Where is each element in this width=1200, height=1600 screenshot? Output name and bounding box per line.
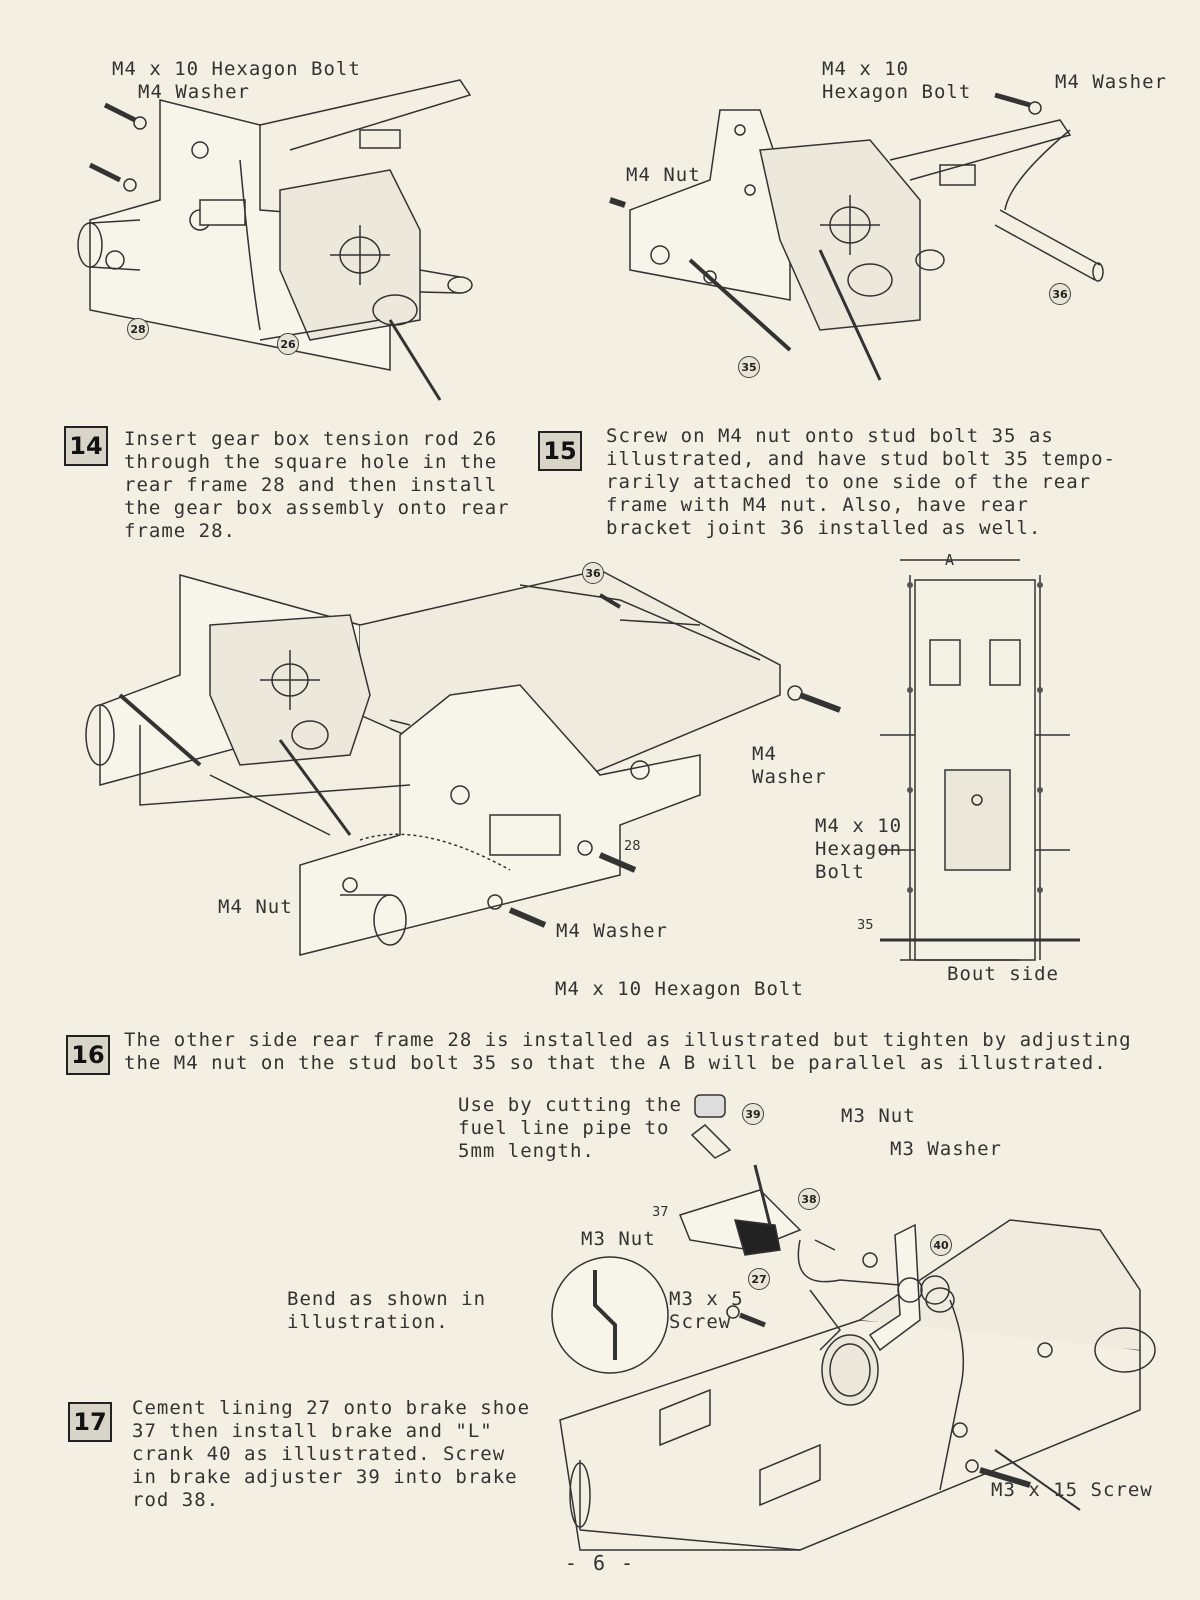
fig14-bolt-label: M4 x 10 Hexagon Bolt (112, 58, 361, 80)
fig14-washer-label: M4 Washer (138, 81, 250, 103)
fig17-fuel-note: Use by cutting the fuel line pipe to 5mm… (458, 1094, 682, 1162)
part-37-callout: 37 (652, 1205, 669, 1220)
step-17-text: Cement lining 27 onto brake shoe 37 then… (132, 1397, 531, 1511)
part-35-callout: 35 (738, 356, 760, 378)
fig17-m3x15-label: M3 x 15 Screw (991, 1479, 1153, 1501)
fig16-nut-label: M4 Nut (218, 896, 293, 918)
fig15-washer-label: M4 Washer (1055, 71, 1167, 93)
part-28-callout-fig16: 28 (624, 839, 641, 854)
part-38-callout: 38 (798, 1188, 820, 1210)
fig17-m3-nut-label: M3 Nut (841, 1105, 916, 1127)
step-15-text: Screw on M4 nut onto stud bolt 35 as ill… (606, 425, 1116, 539)
step-15-badge: 15 (538, 431, 582, 471)
step-14-text: Insert gear box tension rod 26 through t… (124, 428, 510, 542)
fig17-m3-nut-label-2: M3 Nut (581, 1228, 656, 1250)
fig16-bolt-label: M4 x 10 Hexagon Bolt (555, 978, 804, 1000)
step-17-badge: 17 (68, 1402, 112, 1442)
step-14-badge: 14 (64, 426, 108, 466)
step-16-badge: 16 (66, 1035, 110, 1075)
fig17-bend-note: Bend as shown in illustration. (287, 1288, 487, 1333)
fig15-nut-label: M4 Nut (626, 164, 701, 186)
fig16-top-view-illustration (880, 559, 1080, 961)
dimension-a-label: A (945, 551, 956, 569)
dimension-b-label: Bout side (947, 963, 1059, 985)
fig16-washer-label: M4 Washer (752, 743, 827, 788)
fig16-rear-frame-illustration (85, 569, 842, 956)
fig17-m3-washer-label: M3 Washer (890, 1138, 1002, 1160)
fig17-m3x5-label: M3 x 5 Screw (669, 1288, 744, 1333)
part-39-callout: 39 (742, 1103, 764, 1125)
step-16-text: The other side rear frame 28 is installe… (124, 1029, 1132, 1074)
page-number: - 6 - (564, 1551, 636, 1575)
part-36-callout: 36 (1049, 283, 1071, 305)
part-40-callout: 40 (930, 1234, 952, 1256)
fig17-brake-illustration (551, 1094, 1156, 1551)
part-36-callout-fig16: 36 (582, 562, 604, 584)
fig15-bolt-label: M4 x 10 Hexagon Bolt (822, 58, 972, 103)
part-27-callout: 27 (748, 1268, 770, 1290)
part-28-callout: 28 (127, 318, 149, 340)
fig16-top-bolt-label: M4 x 10 Hexagon Bolt (815, 815, 903, 883)
fig15-stud-bolt-illustration (609, 92, 1104, 381)
part-26-callout: 26 (277, 333, 299, 355)
part-35-callout-top: 35 (857, 918, 874, 933)
fig16-washer-label-2: M4 Washer (556, 920, 668, 942)
fig14-gearbox-illustration (77, 79, 473, 401)
